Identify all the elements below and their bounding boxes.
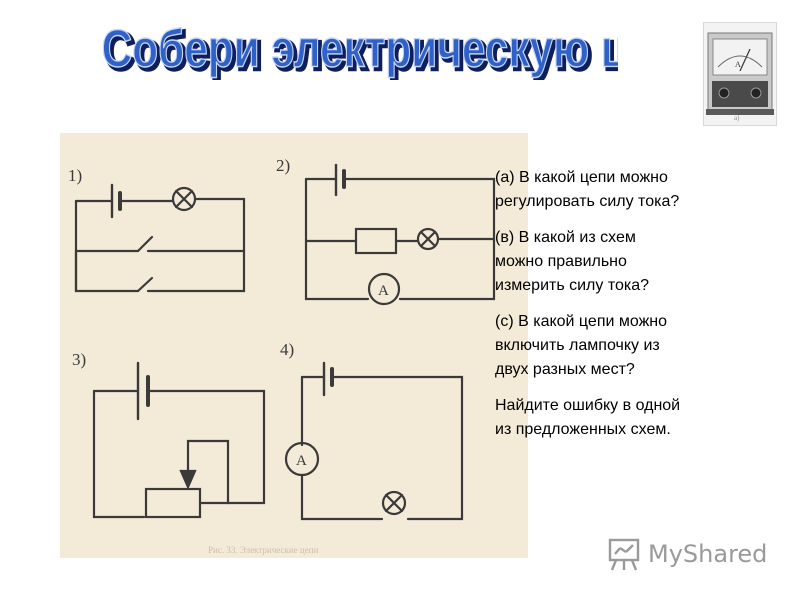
circuit-4-meter-letter: A (296, 453, 307, 469)
circuit-4 (284, 361, 464, 521)
circuit-diagrams-scan: 1) 2) A 3) 4) A Рис. 33. Электрические ц… (60, 133, 528, 558)
circuit-1-label: 1) (68, 166, 82, 185)
rheostat-icon (144, 487, 202, 519)
page-title-shadow: Собери электрическую цепь (105, 23, 618, 80)
circuit-2-label: 2) (276, 156, 290, 175)
ammeter-photo-caption: а) (734, 114, 740, 122)
myshared-watermark: MyShared (606, 534, 776, 574)
circuit-1 (74, 183, 246, 293)
presentation-board-icon (608, 538, 640, 571)
watermark-text: MyShared (648, 540, 768, 568)
question-c: (с) В какой цепи можно включить лампочку… (495, 313, 668, 378)
ammeter-icon (367, 272, 401, 306)
lamp-icon (381, 490, 407, 516)
scan-caption: Рис. 33. Электрические цепи (208, 545, 319, 555)
questions-block: (а) В какой цепи можно регулировать силу… (495, 166, 785, 454)
page-title: Собери электрическую цепь Собери электри… (98, 16, 618, 80)
circuit-3 (92, 361, 266, 519)
question-a: (а) В какой цепи можно регулировать силу… (495, 169, 680, 210)
circuit-3-label: 3) (72, 350, 86, 369)
task-find-error: Найдите ошибку в одной из предложенных с… (495, 397, 681, 438)
circuit-2 (304, 163, 496, 306)
ammeter-photo: A (703, 22, 777, 126)
circuit-2-meter-letter: A (378, 283, 389, 299)
ammeter-photo-letter: A (735, 60, 741, 69)
page-title-text: Собери электрическую цепь (102, 20, 618, 79)
question-b: (в) В какой из схем можно правильно изме… (495, 229, 650, 294)
circuit-4-label: 4) (280, 340, 294, 359)
